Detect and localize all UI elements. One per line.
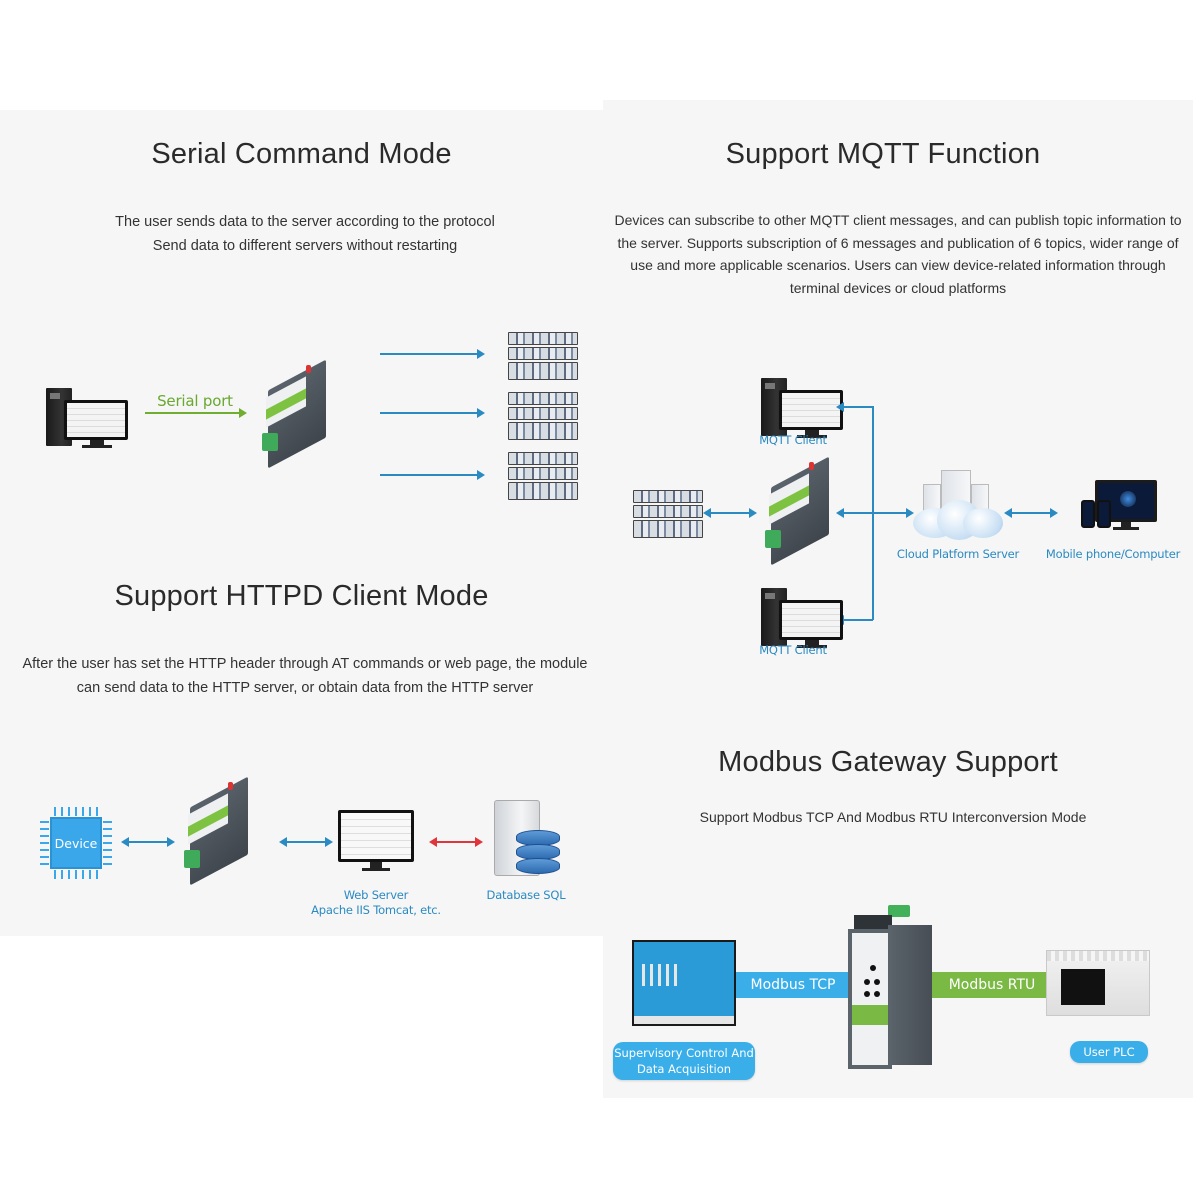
- plc-label: User PLC: [1070, 1041, 1148, 1063]
- serial-command-description: The user sends data to the server accord…: [0, 210, 610, 258]
- cloud-endpoint-arrow: [1004, 508, 1058, 518]
- mqtt-client-bottom-arrow: [836, 615, 873, 625]
- serial-port-label: Serial port: [157, 392, 233, 410]
- modbus-description: Support Modbus TCP And Modbus RTU Interc…: [699, 809, 1087, 825]
- server-rack-icon: [508, 332, 578, 382]
- left-panel: Serial Command Mode The user sends data …: [0, 110, 603, 936]
- device-gateway-arrow: [121, 837, 175, 847]
- pc-icon: [46, 388, 128, 450]
- description-line: Devices can subscribe to other MQTT clie…: [614, 212, 1182, 228]
- description-line: can send data to the HTTP server, or obt…: [76, 680, 534, 696]
- description-line: After the user has set the HTTP header t…: [22, 656, 588, 672]
- mqtt-client-bottom-label: MQTT Client: [759, 643, 827, 657]
- scada-label: Supervisory Control And Data Acquisition: [613, 1042, 755, 1080]
- plc-icon: [1046, 950, 1150, 1016]
- description-line: the server. Supports subscription of 6 m…: [617, 234, 1179, 251]
- database-icon: [494, 800, 564, 880]
- mqtt-client-pc-icon: [761, 588, 843, 650]
- server-rack-icon: [508, 392, 578, 442]
- server-rack-icon: [508, 452, 578, 502]
- web-server-icon: [338, 810, 414, 874]
- device-label: Device: [50, 817, 102, 869]
- serial-port-arrow: [145, 408, 247, 418]
- scada-screen-icon: [632, 940, 736, 1026]
- server-arrow-2: [380, 408, 485, 418]
- mobile-computer-icon: [1081, 480, 1157, 540]
- serial-command-title: Serial Command Mode: [151, 138, 452, 170]
- mqtt-client-pc-icon: [761, 378, 843, 440]
- description-line: use and more applicable scenarios. Users…: [630, 257, 1166, 273]
- server-gateway-arrow: [703, 508, 757, 518]
- server-arrow-1: [380, 349, 485, 359]
- description-line: Send data to different servers without r…: [152, 238, 458, 254]
- mqtt-cloud-arrow: [873, 508, 914, 518]
- modbus-title: Modbus Gateway Support: [718, 746, 1058, 778]
- scada-label-line: Data Acquisition: [636, 1062, 732, 1076]
- mqtt-description: Devices can subscribe to other MQTT clie…: [603, 209, 1193, 299]
- httpd-description: After the user has set the HTTP header t…: [0, 652, 610, 700]
- httpd-title: Support HTTPD Client Mode: [114, 580, 489, 612]
- mqtt-title: Support MQTT Function: [725, 138, 1041, 170]
- gateway-webserver-arrow: [279, 837, 333, 847]
- mqtt-client-top-arrow: [836, 402, 873, 412]
- gateway-device-icon: [180, 776, 260, 886]
- webserver-database-arrow: [429, 837, 483, 847]
- scada-label-line: Supervisory Control And: [614, 1046, 754, 1060]
- cloud-platform-server-icon: [913, 470, 1003, 540]
- gateway-device-icon: [761, 456, 841, 566]
- device-chip-icon: Device: [40, 807, 112, 879]
- gateway-device-icon: [258, 359, 338, 469]
- web-server-label: Web Server: [343, 888, 409, 902]
- description-line: The user sends data to the server accord…: [115, 214, 495, 230]
- cloud-platform-server-label: Cloud Platform Server: [896, 547, 1020, 561]
- web-server-sublabel: Apache IIS Tomcat, etc.: [311, 903, 441, 917]
- database-label: Database SQL: [486, 888, 566, 902]
- description-line: terminal devices or cloud platforms: [789, 279, 1007, 296]
- mqtt-gateway-arrow: [836, 508, 873, 518]
- server-rack-icon: [633, 490, 703, 540]
- server-arrow-3: [380, 470, 485, 480]
- modbus-gateway-device-icon: [848, 905, 932, 1073]
- mqtt-client-top-label: MQTT Client: [759, 433, 827, 447]
- modbus-tcp-band: Modbus TCP: [736, 972, 850, 998]
- mobile-computer-label: Mobile phone/Computer: [1045, 547, 1181, 561]
- modbus-rtu-band: Modbus RTU: [932, 972, 1052, 998]
